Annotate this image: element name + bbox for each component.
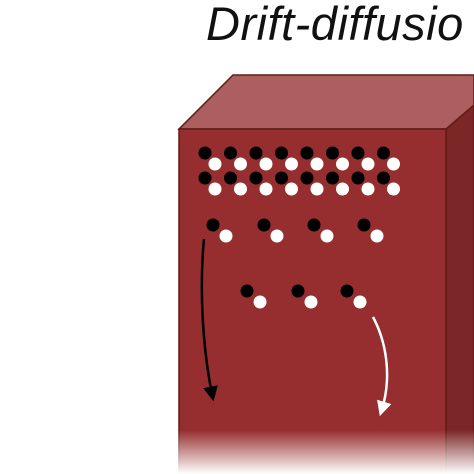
electron-dot xyxy=(249,146,263,160)
hole-dot xyxy=(285,157,298,171)
block-side-face xyxy=(445,104,474,474)
hole-dot xyxy=(336,157,349,171)
electron-dot xyxy=(326,146,339,160)
electron-dot xyxy=(257,218,271,232)
block-top-face xyxy=(177,74,474,130)
electron-dot xyxy=(240,284,254,298)
hole-dot xyxy=(336,182,349,196)
hole-dot xyxy=(361,157,375,171)
figure-title: Drift-diffusio xyxy=(206,0,464,50)
hole-drift-arrow xyxy=(371,316,392,417)
electron-dot xyxy=(224,171,237,185)
hole-dot xyxy=(208,157,222,171)
hole-dot xyxy=(219,229,233,243)
electron-dot xyxy=(377,146,390,160)
hole-dot xyxy=(370,229,384,243)
hole-dot xyxy=(304,295,318,309)
hole-dot xyxy=(234,157,247,171)
electron-dot xyxy=(351,171,365,185)
electron-dot xyxy=(326,171,339,185)
electron-dot xyxy=(198,171,212,185)
hole-dot xyxy=(361,182,375,196)
electron-dot xyxy=(224,146,237,160)
electron-dot xyxy=(300,146,314,160)
electron-dot xyxy=(275,171,288,185)
hole-dot xyxy=(259,157,273,171)
electron-dot xyxy=(377,171,390,185)
hole-dot xyxy=(234,182,247,196)
bottom-fade xyxy=(0,430,474,474)
hole-dot xyxy=(270,229,284,243)
electron-dot xyxy=(340,284,354,298)
electron-dot xyxy=(249,171,263,185)
hole-dot xyxy=(353,295,367,309)
electron-dot xyxy=(198,146,212,160)
electron-dot xyxy=(291,284,305,298)
hole-dot xyxy=(259,182,273,196)
electron-dot xyxy=(307,218,321,232)
electron-dot xyxy=(275,146,288,160)
electron-dot xyxy=(206,218,220,232)
carrier-particles xyxy=(198,146,400,309)
electron-dot xyxy=(357,218,371,232)
electron-dot xyxy=(300,171,314,185)
hole-dot xyxy=(310,182,324,196)
hole-dot xyxy=(208,182,222,196)
hole-dot xyxy=(387,182,400,196)
hole-dot xyxy=(253,295,267,309)
electron-dot xyxy=(351,146,365,160)
hole-dot xyxy=(310,157,324,171)
hole-dot xyxy=(285,182,298,196)
hole-dot xyxy=(320,229,334,243)
electron-drift-arrow xyxy=(200,238,218,402)
hole-dot xyxy=(387,157,400,171)
